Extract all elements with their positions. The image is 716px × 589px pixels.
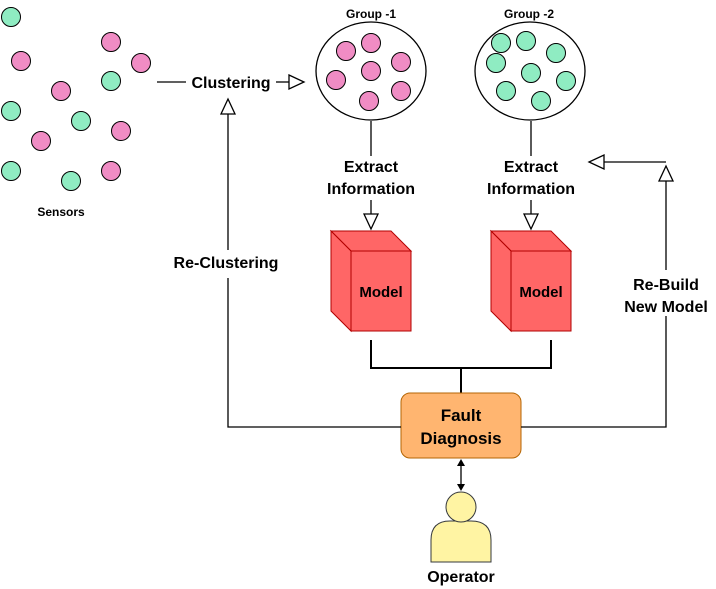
sensor-node — [336, 41, 356, 61]
rebuild-up-arrowhead — [657, 164, 675, 182]
fault-label-line2: Diagnosis — [420, 429, 501, 448]
sensor-node — [486, 53, 506, 73]
clustering-arrowhead — [288, 73, 306, 91]
sensor-node — [516, 31, 536, 51]
group1-label: Group -1 — [346, 7, 396, 21]
models-merge-connector — [370, 340, 552, 369]
operator-link-arrow-down — [457, 484, 465, 491]
sensor-node — [71, 111, 91, 131]
sensor-node — [11, 51, 31, 71]
sensor-node — [496, 81, 516, 101]
sensors-label: Sensors — [37, 205, 85, 219]
rebuild-label-line1: Re-Build — [633, 277, 699, 294]
group2-label: Group -2 — [504, 7, 554, 21]
sensor-node — [556, 71, 576, 91]
rebuild-label-line2: New Model — [624, 299, 708, 316]
sensor-node — [531, 91, 551, 111]
fault-diagnosis-box — [400, 392, 522, 459]
sensor-node — [491, 33, 511, 53]
operator-label: Operator — [427, 569, 495, 586]
sensor-node — [361, 33, 381, 53]
rebuild-loop-line-bottom — [521, 316, 667, 428]
sensor-node — [546, 43, 566, 63]
sensor-node — [1, 161, 21, 181]
sensor-node — [61, 171, 81, 191]
sensor-node — [101, 32, 121, 52]
sensor-node — [361, 61, 381, 81]
sensor-node — [391, 52, 411, 72]
operator-icon — [430, 491, 492, 563]
sensor-node — [31, 131, 51, 151]
sensor-node — [359, 91, 379, 111]
sensor-field — [1, 7, 151, 191]
sensor-node — [51, 81, 71, 101]
extract2-label-line1: Extract — [504, 159, 559, 176]
sensor-node — [131, 53, 151, 73]
operator-link-arrow-up — [457, 459, 465, 466]
clustering-label: Clustering — [191, 75, 270, 92]
extract1-arrowhead — [362, 213, 380, 231]
sensor-node — [1, 7, 21, 27]
sensor-node — [101, 161, 121, 181]
model1-label: Model — [359, 284, 402, 301]
sensor-node — [391, 81, 411, 101]
reclustering-arrowhead — [219, 97, 237, 115]
extract1-label-line1: Extract — [344, 159, 399, 176]
reclustering-label: Re-Clustering — [174, 255, 279, 272]
model2-box — [489, 229, 573, 333]
extract2-label-line2: Information — [487, 181, 575, 198]
model1-box — [329, 229, 413, 333]
model2-label: Model — [519, 284, 562, 301]
group2-sensors — [486, 31, 576, 111]
rebuild-left-arrowhead — [587, 153, 605, 171]
sensor-node — [111, 121, 131, 141]
group1-sensors — [326, 33, 411, 111]
sensor-node — [521, 63, 541, 83]
reclustering-loop-line-bottom — [227, 278, 401, 428]
fault-label-line1: Fault — [441, 406, 482, 425]
extract1-label-line2: Information — [327, 181, 415, 198]
sensor-node — [1, 101, 21, 121]
extract2-arrowhead — [522, 213, 540, 231]
sensor-node — [326, 70, 346, 90]
sensor-node — [101, 71, 121, 91]
